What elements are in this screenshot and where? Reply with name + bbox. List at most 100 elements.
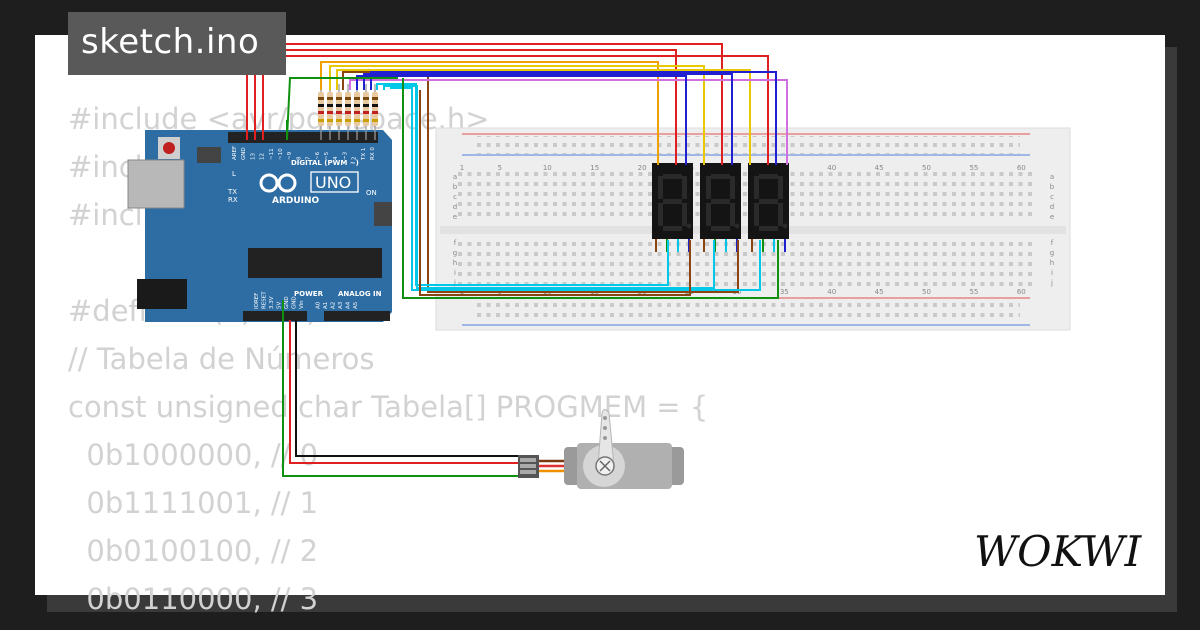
digital-pin-label: ~5 bbox=[324, 151, 330, 160]
digital-label: DIGITAL (PWM ~) bbox=[291, 159, 359, 167]
power-analog-pin-label: RESET bbox=[262, 291, 268, 309]
arduino-uno[interactable]: ARDUINO UNO DIGITAL (PWM ~) L TX RX ON P… bbox=[127, 130, 392, 322]
digital-pin-label: 4 bbox=[333, 156, 339, 160]
breadboard-row-letter: c bbox=[453, 193, 457, 201]
seven-segment-display bbox=[748, 163, 789, 239]
resistor bbox=[354, 84, 360, 140]
breadboard-row-letter: i bbox=[1051, 269, 1053, 277]
resistor bbox=[372, 84, 378, 140]
wire bbox=[363, 73, 733, 165]
resistor bbox=[336, 84, 342, 140]
seven-segment-display bbox=[652, 163, 693, 239]
wire bbox=[342, 71, 739, 293]
digital-pin-label: RX 0 bbox=[370, 147, 376, 160]
resistor bbox=[363, 84, 369, 140]
display-segment bbox=[730, 203, 735, 226]
breadboard-column-number: 10 bbox=[543, 164, 552, 172]
digital-pin-label: GND bbox=[241, 147, 247, 160]
power-analog-pin-label: IOREF bbox=[254, 293, 260, 309]
code-line: 0b1111001, // 1 bbox=[68, 486, 319, 520]
wire bbox=[286, 77, 398, 139]
power-analog-pin-label: A2 bbox=[331, 302, 337, 309]
code-line: 0b1000000, // 0 bbox=[68, 438, 319, 472]
display-segment bbox=[658, 176, 663, 199]
tx-label: TX bbox=[227, 188, 237, 196]
wires bbox=[246, 43, 788, 477]
analog-label: ANALOG IN bbox=[338, 290, 382, 298]
display-segment bbox=[759, 226, 778, 231]
display-segment bbox=[706, 176, 711, 199]
wire bbox=[419, 90, 691, 296]
rx-label: RX bbox=[228, 196, 238, 204]
breadboard-column-number: 45 bbox=[875, 164, 884, 172]
digital-pin-label: AREF bbox=[232, 146, 238, 160]
breadboard-row-letter: b bbox=[453, 183, 458, 191]
breadboard-row-letter: f bbox=[1051, 239, 1054, 247]
resistor-bank bbox=[318, 84, 378, 140]
digital-pin-label: 2 bbox=[352, 157, 358, 161]
digital-pin-label: 12 bbox=[260, 153, 266, 160]
atmega-chip bbox=[248, 248, 382, 278]
breadboard-column-number: 55 bbox=[969, 288, 978, 296]
display-segment bbox=[682, 203, 687, 226]
servo-motor-icon[interactable] bbox=[518, 409, 684, 490]
resistor bbox=[318, 84, 324, 140]
digital-header bbox=[228, 132, 378, 143]
breadboard-row-letter: e bbox=[1050, 213, 1054, 221]
on-label: ON bbox=[366, 189, 377, 197]
wire bbox=[254, 43, 723, 165]
wire bbox=[336, 69, 751, 165]
display-segment bbox=[754, 203, 759, 226]
power-analog-pin-label: A5 bbox=[353, 301, 359, 309]
digital-pin-label: TX 1 bbox=[361, 148, 367, 161]
sketch-title: sketch.ino bbox=[81, 22, 260, 62]
display-segment bbox=[663, 174, 682, 179]
resistor bbox=[345, 84, 351, 140]
power-analog-pin-label: 5V bbox=[277, 302, 283, 309]
wire bbox=[295, 320, 522, 457]
seven-segment-display bbox=[700, 163, 741, 239]
breadboard-column-number: 40 bbox=[827, 164, 836, 172]
breadboard-row-letter: d bbox=[1050, 203, 1054, 211]
display-segment bbox=[711, 199, 730, 204]
digital-pin-label: ~10 bbox=[278, 148, 284, 160]
breadboard-column-number: 5 bbox=[498, 164, 502, 172]
arduino-infinity-icon bbox=[259, 173, 297, 193]
display-segment bbox=[663, 226, 682, 231]
breadboard-column-number: 40 bbox=[827, 288, 836, 296]
code-line: 0b0110000, // 3 bbox=[68, 582, 319, 616]
arduino-brand-label: ARDUINO bbox=[272, 196, 320, 206]
power-analog-pin-label: A3 bbox=[338, 301, 344, 309]
display-segment bbox=[711, 226, 730, 231]
code-line: 0b0100100, // 2 bbox=[68, 534, 319, 568]
power-analog-pin-label: Vin bbox=[299, 300, 305, 309]
resistor bbox=[327, 84, 333, 140]
display-segment bbox=[759, 174, 778, 179]
digital-pin-label: ~11 bbox=[269, 148, 275, 160]
sketch-title-tab[interactable]: sketch.ino bbox=[68, 12, 286, 75]
display-segment bbox=[682, 176, 687, 199]
breadboard-row-letter: a bbox=[453, 173, 457, 181]
arduino-model-label: UNO bbox=[315, 173, 351, 192]
wire bbox=[320, 61, 659, 165]
wire bbox=[246, 49, 677, 165]
breadboard-column-number: 1 bbox=[460, 164, 464, 172]
usb-port bbox=[127, 159, 185, 209]
breadboard-row-letter: g bbox=[1050, 249, 1054, 257]
breadboard-row-letter: g bbox=[453, 249, 457, 257]
power-analog-pin-label: A4 bbox=[346, 301, 352, 309]
breadboard-row-letter: h bbox=[1050, 259, 1054, 267]
display-segment bbox=[759, 199, 778, 204]
breadboard-row-letter: j bbox=[1050, 279, 1053, 287]
digital-pin-label: 7 bbox=[306, 156, 312, 160]
breadboard-row-letter: h bbox=[453, 259, 457, 267]
svg-text:WOKWI: WOKWI bbox=[974, 527, 1143, 576]
wokwi-logo: WOKWI bbox=[974, 527, 1143, 576]
breadboard-row-letter: a bbox=[1050, 173, 1054, 181]
breadboard-column-number: 45 bbox=[875, 288, 884, 296]
wire bbox=[289, 320, 522, 464]
digital-pin-label: ~3 bbox=[342, 151, 348, 160]
breadboard-row-letter: c bbox=[1050, 193, 1054, 201]
power-analog-pin-label: 3.3V bbox=[269, 296, 275, 309]
power-analog-pin-label: A0 bbox=[316, 301, 322, 309]
